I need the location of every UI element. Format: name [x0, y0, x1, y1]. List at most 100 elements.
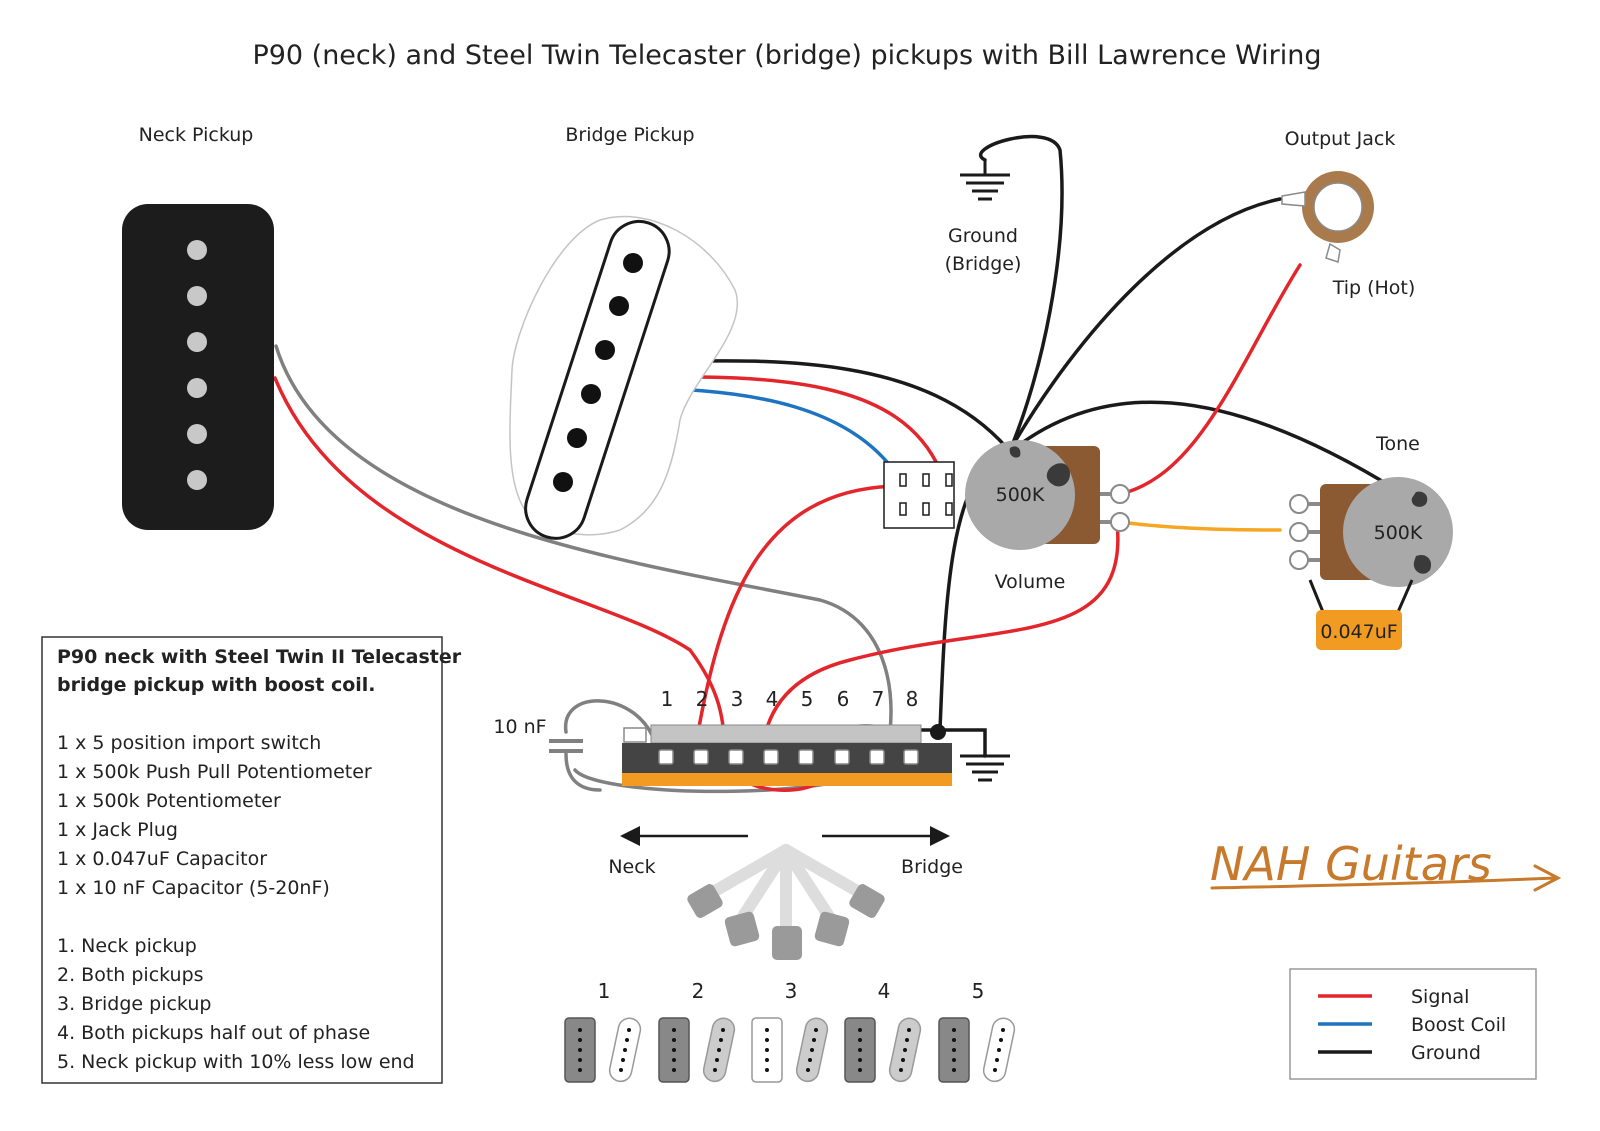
neck-pickup-body: [122, 204, 274, 530]
volume-label: Volume: [995, 571, 1066, 593]
ground-bridge-label-2: (Bridge): [945, 253, 1022, 275]
volume-pot: 500K Volume: [965, 440, 1130, 593]
lever-tip: [849, 884, 885, 918]
pole-piece: [567, 428, 587, 448]
tone-cap-lead: [1308, 579, 1414, 613]
bridge-pole-pieces: [553, 253, 643, 492]
volume-pot-lug-icon: [1009, 446, 1021, 458]
parts-item: 1 x 10 nF Capacitor (5-20nF): [57, 877, 330, 899]
switch-top-plate: [650, 724, 922, 744]
ground-bridge-label-1: Ground: [948, 225, 1018, 247]
pole-piece: [187, 286, 207, 306]
tone-cap-label: 0.047uF: [1320, 621, 1397, 643]
pole-piece: [595, 340, 615, 360]
switch-lever-fan: [687, 844, 885, 960]
tone-label: Tone: [1375, 433, 1420, 455]
position-item: 2. Both pickups: [57, 964, 204, 986]
switch-position-number: 4: [878, 979, 891, 1003]
tone-wire: [1118, 520, 1282, 532]
switch-top-lug: [623, 727, 647, 743]
volume-lug-in: [1110, 512, 1130, 532]
ground-loop-wire: [979, 134, 1064, 452]
pole-piece: [553, 472, 573, 492]
switch-ground-node: [930, 724, 946, 740]
parts-item: 1 x Jack Plug: [57, 819, 178, 841]
switch-lug-number: 6: [837, 687, 850, 711]
neck-ground-wire: [274, 344, 893, 794]
tone-ground-wire: [1008, 400, 1402, 494]
brand-arrow-icon: [1210, 864, 1562, 892]
legend-label: Signal: [1411, 986, 1469, 1008]
switch-lug: [728, 749, 744, 765]
bridge-pickup-body: [524, 220, 671, 540]
switch-position-number: 5: [972, 979, 985, 1003]
switch-base: [622, 773, 952, 786]
neck-direction-label: Neck: [608, 856, 655, 878]
page-title: P90 (neck) and Steel Twin Telecaster (br…: [252, 40, 1321, 71]
switch-position-number: 1: [598, 979, 611, 1003]
pole-piece: [187, 470, 207, 490]
volume-lug-out: [1110, 484, 1130, 504]
tone-pot: Tone 500K 0.047uF: [1289, 433, 1453, 650]
brand: NAH Guitars: [1210, 837, 1562, 892]
position-1-pickups: [564, 1017, 642, 1083]
position-dots: [578, 1028, 1005, 1072]
pole-piece: [187, 332, 207, 352]
switch-lug-number: 4: [766, 687, 779, 711]
push-pull-lug: [899, 502, 907, 516]
switch-lug: [763, 749, 779, 765]
pole-piece: [609, 296, 629, 316]
neck-signal-wire: [273, 376, 727, 762]
switch-lug-number: 7: [872, 687, 885, 711]
switch-lug: [693, 749, 709, 765]
parts-heading-1: P90 neck with Steel Twin II Telecaster: [57, 646, 462, 668]
tip-hot-label: Tip (Hot): [1332, 277, 1416, 299]
neck-pole-pieces: [187, 240, 207, 490]
switch-lug: [903, 749, 919, 765]
parts-item: 1 x 500k Push Pull Potentiometer: [57, 761, 372, 783]
switch-lug-number: 2: [696, 687, 709, 711]
position-item: 1. Neck pickup: [57, 935, 197, 957]
selector-switch: 1 2 3 4 5 6 7 8 10 nF: [493, 687, 1010, 786]
pole-piece: [187, 378, 207, 398]
pole-piece: [187, 424, 207, 444]
position-item: 4. Both pickups half out of phase: [57, 1022, 370, 1044]
push-pull-lug: [922, 502, 930, 516]
lever-tip: [687, 884, 723, 918]
volume-pot-value: 500K: [996, 484, 1045, 506]
push-pull-switch: [883, 461, 955, 529]
parts-item: 1 x 5 position import switch: [57, 732, 321, 754]
switch-position-indicators: 1 2 3 4 5: [564, 979, 1016, 1083]
switch-lug: [834, 749, 850, 765]
switch-lug-number: 8: [906, 687, 919, 711]
parts-box: P90 neck with Steel Twin II Telecaster b…: [41, 636, 462, 1084]
pole-piece: [187, 240, 207, 260]
tone-lug: [1289, 494, 1309, 514]
switch-lug-number: 1: [661, 687, 674, 711]
switch-cap-lead-bottom: [564, 752, 602, 792]
lever-tip: [814, 911, 850, 947]
push-pull-lug: [945, 502, 953, 516]
jack-ground-wire: [1008, 197, 1282, 452]
legend-label: Ground: [1411, 1042, 1481, 1064]
parts-box-frame: [41, 636, 443, 1084]
jack-hole: [1313, 182, 1363, 232]
switch-lugs: [658, 749, 919, 765]
direction-arrows: Neck Bridge: [608, 826, 963, 878]
switch-lug-number: 3: [731, 687, 744, 711]
tone-lug: [1289, 550, 1309, 570]
switch-cap-lead-top: [564, 699, 654, 737]
bridge-pickup-label: Bridge Pickup: [565, 124, 694, 146]
neck-pickup-label: Neck Pickup: [139, 124, 254, 146]
neck-pickup: Neck Pickup: [122, 124, 274, 530]
switch-cap-label: 10 nF: [493, 716, 546, 738]
switch-earth-icon: [960, 730, 1010, 782]
lever-tip: [724, 911, 760, 947]
position-item: 5. Neck pickup with 10% less low end: [57, 1051, 415, 1073]
position-3-pickups: [751, 1017, 829, 1083]
push-pull-lug: [922, 473, 930, 487]
volume-pot-knob-icon: [1046, 463, 1070, 487]
switch-lug: [798, 749, 814, 765]
switch-lug: [869, 749, 885, 765]
